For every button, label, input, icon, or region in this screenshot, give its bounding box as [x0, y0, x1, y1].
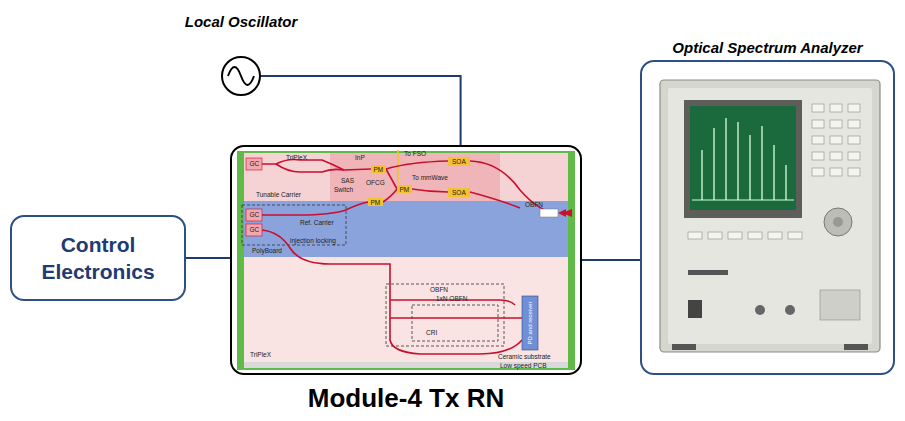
chip-label: PM [371, 200, 381, 207]
node-heading: Module-4 Tx RN [308, 383, 504, 414]
chip-label: To FSO [404, 151, 426, 158]
sine-symbol [228, 67, 254, 85]
chip-label: PM [374, 167, 384, 174]
chip-label: PolyBoard [252, 248, 282, 255]
chip-label: Ref. Carrier [300, 220, 334, 227]
node-heading: Local Oscillator [185, 13, 298, 30]
chip-label: SOA [452, 159, 466, 166]
connector-line [582, 259, 640, 261]
connector-line [261, 76, 461, 145]
chip-label: Tunable Carrier [256, 192, 301, 199]
chip-label: OFCG [366, 180, 385, 187]
chip-label: TriPleX [286, 155, 307, 162]
chip-label: CRI [426, 330, 437, 337]
chip-label: GC [250, 227, 260, 234]
chip-label: PM [400, 187, 410, 194]
connector-line [186, 257, 230, 259]
chip-label: OBFN [430, 287, 448, 294]
chip-label: Ceramic substrate [498, 354, 551, 361]
chip-label: InP [355, 155, 365, 162]
control-box: Control Electronics [10, 215, 186, 301]
analyzer-box: Optical Spectrum Analyzer [640, 60, 895, 375]
node-text: Control Electronics [24, 231, 172, 286]
chip-label: To mmWave [412, 175, 448, 182]
node-heading: Optical Spectrum Analyzer [672, 39, 862, 56]
chip-picture [232, 147, 580, 373]
chip-label: Switch [334, 187, 353, 194]
chip-label: Low speed PCB [500, 363, 547, 370]
oscillator-circle: Local Oscillator [221, 56, 261, 96]
chip-label: TriPleX [250, 352, 271, 359]
chip-label: GC [250, 212, 260, 219]
chip-label: injection locking [290, 238, 336, 245]
spectrum-analyzer-picture [660, 80, 880, 352]
chip-label: SOA [452, 190, 466, 197]
chip-label: OBFN [525, 202, 543, 209]
chip-label: GC [250, 161, 260, 168]
chip-label: SAS [341, 178, 354, 185]
chip-label: 1xN OBFN [436, 296, 467, 303]
chip-label: PD and receiver [527, 293, 533, 353]
